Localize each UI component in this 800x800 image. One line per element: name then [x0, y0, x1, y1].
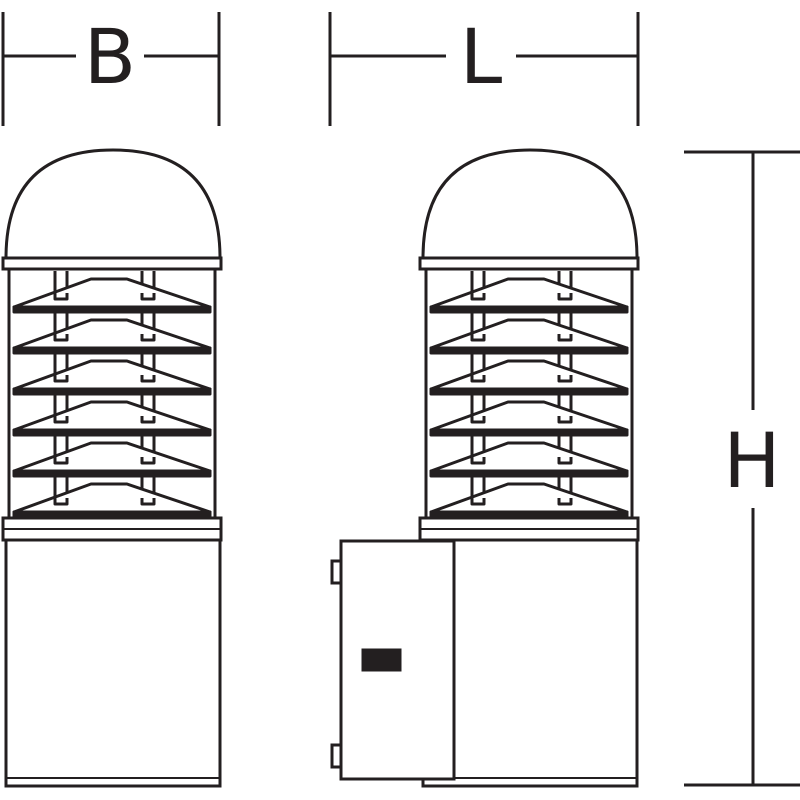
dimension-l [328, 12, 640, 126]
mounting-box [330, 539, 456, 781]
side-view [330, 150, 638, 786]
dimension-label-b: B [84, 12, 136, 101]
front-view [3, 150, 221, 786]
dimension-h [684, 150, 800, 787]
box-slot [361, 648, 402, 672]
dimension-label-l: L [460, 12, 502, 101]
dimension-b [1, 12, 221, 126]
dimension-label-h: H [723, 416, 780, 505]
